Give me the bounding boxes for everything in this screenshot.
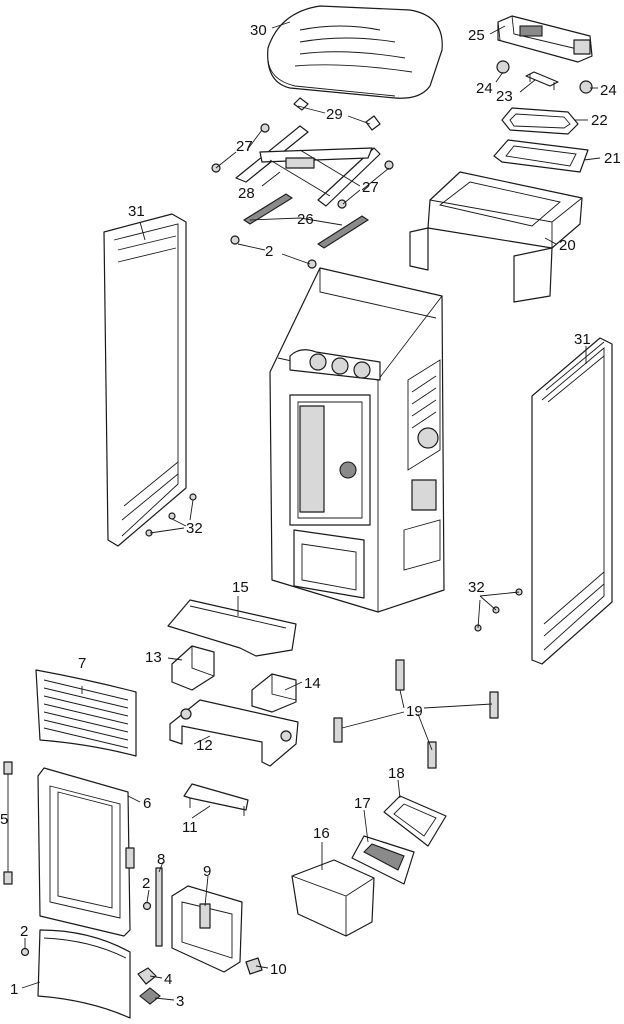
callout-3: 3: [176, 993, 184, 1010]
part-11-bracket: [183, 783, 249, 816]
part-26-strips: [242, 193, 370, 249]
part-1-front-panel: [37, 929, 131, 1019]
callout-27-right: 27: [362, 179, 379, 196]
part-15-plate: [167, 599, 297, 657]
part-3-small-block: [139, 987, 161, 1005]
part-28-frame: [235, 125, 381, 207]
callout-26: 26: [297, 211, 314, 228]
part-2-screw-middle: [142, 901, 152, 911]
part-12-base-frame: [169, 699, 299, 767]
callout-24-left: 24: [476, 80, 493, 97]
callout-9: 9: [203, 863, 211, 880]
callout-labels: 30 25 24 24 23 22 21 20 29 27 28 27 26 2…: [0, 22, 621, 1010]
callout-12: 12: [196, 737, 213, 754]
stove-body: [269, 267, 445, 613]
part-31-left-side-panel: [103, 213, 187, 547]
callout-30: 30: [250, 22, 267, 39]
part-17-plate: [351, 835, 415, 885]
part-19-feet: [333, 659, 499, 769]
part-30-top-cover: [267, 5, 443, 99]
callout-25: 25: [468, 27, 485, 44]
callout-28: 28: [238, 185, 255, 202]
callout-22: 22: [591, 112, 608, 129]
callout-2-lower: 2: [20, 923, 28, 940]
callout-11: 11: [182, 819, 198, 836]
callout-5: 5: [0, 811, 8, 828]
part-23-clip: [525, 71, 559, 90]
part-2-screws-upper: [230, 235, 317, 269]
callout-31-left: 31: [128, 203, 145, 220]
callout-1: 1: [10, 981, 18, 998]
callout-7: 7: [78, 655, 86, 672]
part-10-latch: [245, 957, 263, 975]
part-20-top-assembly: [409, 171, 583, 303]
callout-18: 18: [388, 765, 405, 782]
callout-4: 4: [164, 971, 172, 988]
callout-20: 20: [559, 237, 576, 254]
part-16-ash-box: [291, 859, 375, 937]
callout-6: 6: [143, 795, 151, 812]
part-8-rod: [155, 867, 163, 947]
callout-32-right: 32: [468, 579, 485, 596]
part-21-frame: [493, 139, 589, 173]
callout-15: 15: [232, 579, 249, 596]
callout-14: 14: [304, 675, 321, 692]
part-31-right-side-panel: [531, 337, 613, 665]
part-9-inner-door: [171, 885, 243, 973]
part-24-knobs: [496, 60, 593, 94]
part-25-bracket: [497, 15, 593, 63]
callout-13: 13: [145, 649, 162, 666]
callout-2-middle: 2: [142, 875, 150, 892]
part-14-bracket: [251, 673, 297, 713]
part-7-grille: [35, 669, 137, 757]
callout-8: 8: [157, 851, 165, 868]
callout-17: 17: [354, 795, 371, 812]
callout-29: 29: [326, 106, 343, 123]
callout-16: 16: [313, 825, 330, 842]
leader-lines: [21, 21, 601, 1001]
part-6-door: [37, 767, 135, 937]
callout-32-left: 32: [186, 520, 203, 537]
callout-2-upper: 2: [265, 243, 273, 260]
part-22-gasket: [501, 107, 579, 135]
callout-21: 21: [604, 150, 621, 167]
callout-23: 23: [496, 88, 513, 105]
part-29-hinges: [293, 97, 381, 131]
callout-10: 10: [270, 961, 287, 978]
callout-19: 19: [406, 703, 423, 720]
part-2-screw-lower: [20, 947, 30, 957]
callout-31-right: 31: [574, 331, 591, 348]
callout-24-right: 24: [600, 82, 617, 99]
callout-27-left: 27: [236, 138, 253, 155]
part-5-hinges: [3, 761, 13, 885]
part-18-plate: [383, 795, 447, 847]
part-13-bracket: [171, 645, 215, 691]
part-4-small-bracket: [137, 967, 157, 985]
